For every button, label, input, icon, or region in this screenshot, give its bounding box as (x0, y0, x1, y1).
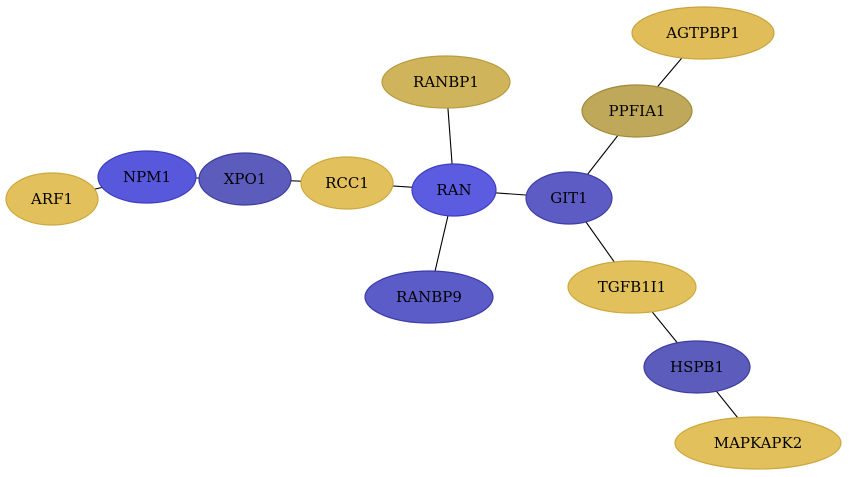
node-shape[interactable] (198, 152, 292, 206)
node-ppfia1[interactable]: PPFIA1 (581, 84, 693, 138)
node-ran[interactable]: RAN (411, 163, 497, 217)
node-npm1[interactable]: NPM1 (97, 150, 197, 204)
node-label: RANBP1 (413, 73, 479, 91)
node-shape[interactable] (643, 340, 751, 394)
node-label: RCC1 (325, 174, 369, 192)
node-arf1[interactable]: ARF1 (5, 172, 99, 226)
node-shape[interactable] (581, 84, 693, 138)
node-shape[interactable] (631, 6, 775, 60)
node-label: XPO1 (224, 170, 267, 188)
node-git1[interactable]: GIT1 (525, 171, 613, 225)
node-shape[interactable] (411, 163, 497, 217)
node-label: PPFIA1 (609, 102, 666, 120)
node-label: RAN (436, 181, 471, 199)
node-label: RANBP9 (396, 288, 462, 306)
node-label: HSPB1 (670, 358, 724, 376)
node-label: NPM1 (123, 168, 171, 186)
node-xpo1[interactable]: XPO1 (198, 152, 292, 206)
node-shape[interactable] (5, 172, 99, 226)
node-shape[interactable] (381, 55, 511, 109)
node-label: TGFB1I1 (598, 278, 666, 296)
node-shape[interactable] (567, 260, 697, 314)
node-rcc1[interactable]: RCC1 (300, 156, 394, 210)
node-ranbp1[interactable]: RANBP1 (381, 55, 511, 109)
node-label: MAPKAPK2 (714, 434, 803, 452)
node-shape[interactable] (674, 416, 842, 470)
node-label: AGTPBP1 (665, 24, 740, 42)
node-label: GIT1 (550, 189, 587, 207)
node-shape[interactable] (300, 156, 394, 210)
node-mapkapk2[interactable]: MAPKAPK2 (674, 416, 842, 470)
node-shape[interactable] (97, 150, 197, 204)
node-shape[interactable] (364, 270, 494, 324)
node-agtpbp1[interactable]: AGTPBP1 (631, 6, 775, 60)
node-hspb1[interactable]: HSPB1 (643, 340, 751, 394)
node-ranbp9[interactable]: RANBP9 (364, 270, 494, 324)
node-shape[interactable] (525, 171, 613, 225)
node-tgfb1i1[interactable]: TGFB1I1 (567, 260, 697, 314)
node-label: ARF1 (30, 190, 73, 208)
